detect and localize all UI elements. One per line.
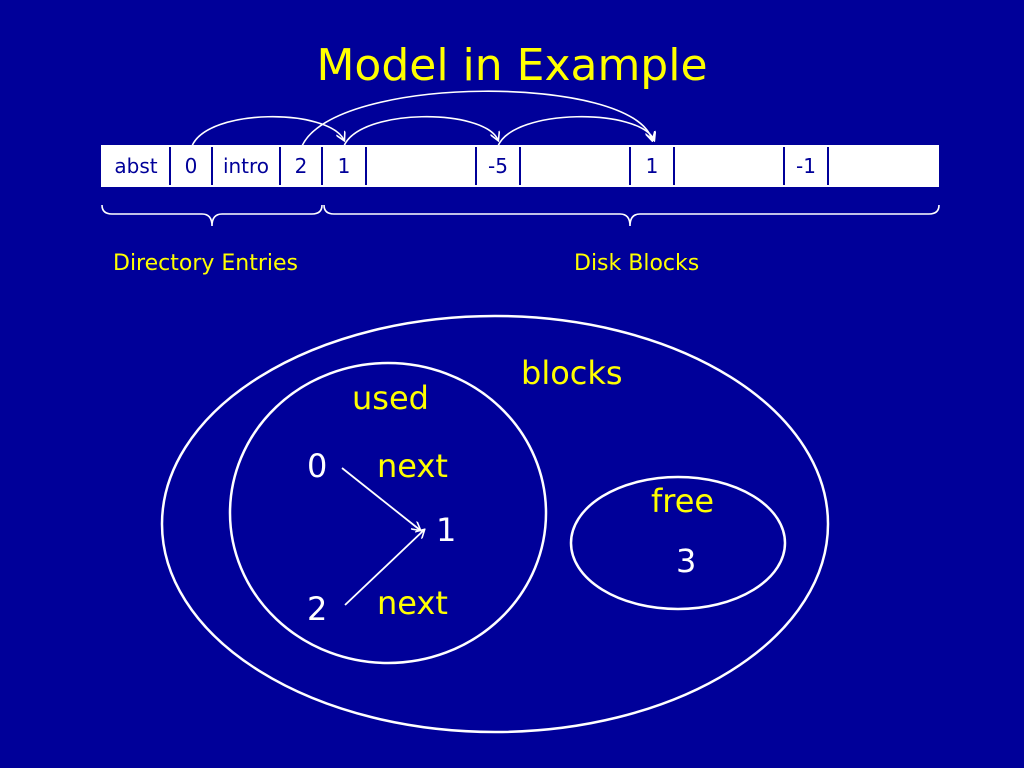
block-0-link: 1	[323, 147, 367, 185]
disk-brace	[323, 204, 940, 227]
arc-entry0-to-block0	[191, 115, 344, 147]
blocks-ellipse	[160, 314, 830, 734]
block-3-data	[829, 147, 937, 185]
used-element-2: 2	[307, 590, 328, 628]
block-2-data	[675, 147, 785, 185]
used-set-label: used	[352, 379, 429, 417]
strip-cell-index-0: 0	[171, 147, 213, 185]
used-element-0: 0	[307, 447, 328, 485]
next-label-bottom: next	[377, 584, 448, 622]
blocks-set-label: blocks	[521, 354, 623, 392]
next-arrow-0-to-1	[341, 467, 420, 530]
strip-cell-index-2: 2	[281, 147, 323, 185]
block-2-link: 1	[631, 147, 675, 185]
arc-block1-to-block2	[497, 115, 654, 147]
arc-block0-to-block1	[343, 115, 498, 147]
slide-title: Model in Example	[316, 40, 708, 91]
strip-cell-name-intro: intro	[213, 147, 281, 185]
free-element-3: 3	[676, 542, 697, 580]
directory-entries-label: Directory Entries	[113, 251, 299, 276]
memory-strip: abst 0 intro 2 1 -5 1 -1	[101, 145, 939, 187]
block-1-data	[521, 147, 631, 185]
used-ellipse	[228, 361, 548, 665]
next-arrow-2-to-1	[344, 530, 424, 606]
strip-cell-name-abst: abst	[103, 147, 171, 185]
used-element-1: 1	[436, 511, 457, 549]
free-ellipse	[569, 475, 787, 611]
free-set-label: free	[651, 482, 715, 520]
directory-brace	[101, 204, 323, 227]
next-label-top: next	[377, 447, 448, 485]
arc-entry2-to-block2	[301, 90, 652, 147]
block-0-data	[367, 147, 477, 185]
block-1-link: -5	[477, 147, 521, 185]
block-3-link: -1	[785, 147, 829, 185]
disk-blocks-label: Disk Blocks	[574, 251, 700, 276]
